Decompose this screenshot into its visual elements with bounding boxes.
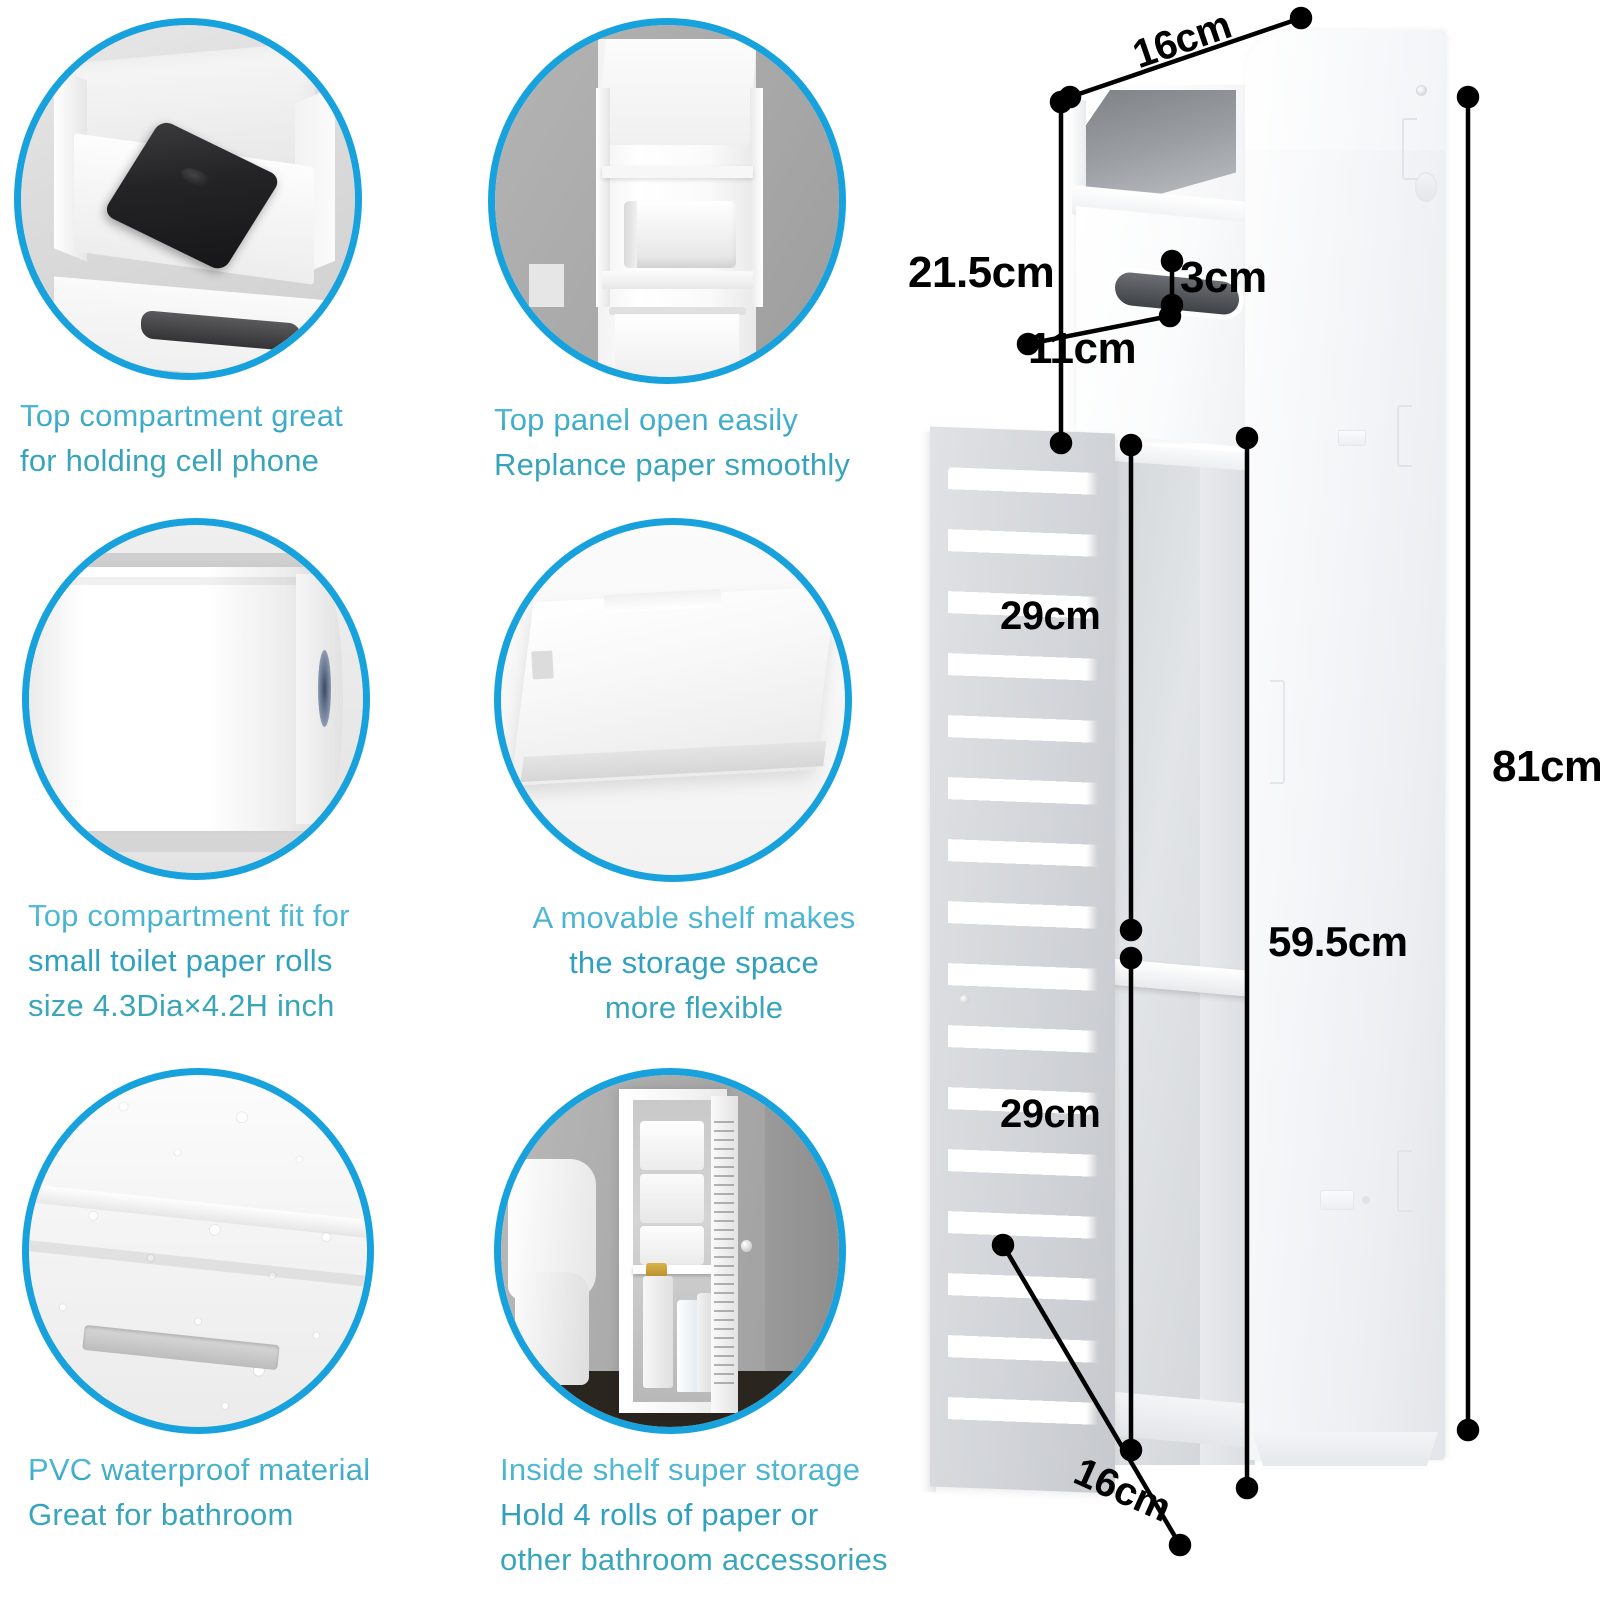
- dimension-label-total-height: 81cm: [1492, 742, 1600, 791]
- door-plate: [1338, 430, 1366, 446]
- door-top-curve: [1245, 30, 1445, 150]
- feature-caption-phone-holder: Top compartment great for holding cell p…: [14, 394, 434, 484]
- door-notch: [1270, 680, 1285, 784]
- feature-caption-top-panel: Top panel open easily Replance paper smo…: [488, 398, 908, 488]
- feature-caption-inside-storage: Inside shelf super storage Hold 4 rolls …: [494, 1448, 914, 1583]
- feature-card-top-panel: Top panel open easily Replance paper smo…: [488, 18, 908, 488]
- feature-card-phone-holder: Top compartment great for holding cell p…: [14, 18, 434, 484]
- dimension-label-upper-section: 29cm: [1000, 594, 1101, 638]
- door-screw: [1362, 1196, 1370, 1204]
- feature-photo-pvc-waterproof: [22, 1068, 374, 1434]
- dimension-label-top-height: 21.5cm: [908, 248, 1055, 297]
- door-notch: [1402, 118, 1417, 180]
- feature-photo-inside-storage: [494, 1068, 846, 1434]
- product-dimension-diagram: 16cm 21.5cm 3cm 11cm 29cm 29cm 59.5cm 81…: [900, 0, 1600, 1600]
- feature-caption-roll-fit: Top compartment fit for small toilet pap…: [22, 894, 442, 1029]
- feature-photo-roll-fit: [22, 518, 370, 880]
- water-droplets-texture: [29, 1075, 367, 1427]
- feature-photo-top-panel: [488, 18, 846, 384]
- dimension-label-slot-height: 3cm: [1180, 253, 1267, 302]
- feature-photo-phone-holder: [14, 18, 362, 380]
- soap-dispenser-graphic: [642, 1275, 674, 1389]
- feature-card-movable-shelf: A movable shelf makes the storage space …: [494, 518, 894, 1031]
- feature-card-inside-storage: Inside shelf super storage Hold 4 rolls …: [494, 1068, 914, 1583]
- cabinet-door-panel: [1245, 30, 1445, 1460]
- feature-caption-pvc-waterproof: PVC waterproof material Great for bathro…: [22, 1448, 442, 1538]
- door-notch: [1397, 1150, 1412, 1212]
- feature-photo-movable-shelf: [494, 518, 852, 882]
- paper-roll-graphic: [29, 566, 324, 832]
- feature-card-roll-fit: Top compartment fit for small toilet pap…: [22, 518, 442, 1029]
- dimension-label-slot-width: 11cm: [1028, 324, 1137, 373]
- cabinet-knob: [740, 1240, 752, 1252]
- feature-card-pvc-waterproof: PVC waterproof material Great for bathro…: [22, 1068, 442, 1538]
- feature-caption-movable-shelf: A movable shelf makes the storage space …: [494, 896, 894, 1031]
- dimension-label-cabinet-body: 59.5cm: [1268, 918, 1408, 965]
- door-finger-hole: [1415, 172, 1437, 202]
- slat-panel-screw: [960, 995, 969, 1004]
- dimension-label-lower-section: 29cm: [1000, 1092, 1101, 1136]
- paper-roll-graphic: [623, 201, 736, 268]
- dimension-lines: [991, 6, 1480, 1557]
- door-notch: [1397, 405, 1412, 467]
- cabinet-foot: [1252, 1432, 1438, 1466]
- door-screw: [1416, 85, 1427, 96]
- feature-grid: Top compartment great for holding cell p…: [0, 0, 900, 1600]
- door-plate: [1320, 1190, 1354, 1210]
